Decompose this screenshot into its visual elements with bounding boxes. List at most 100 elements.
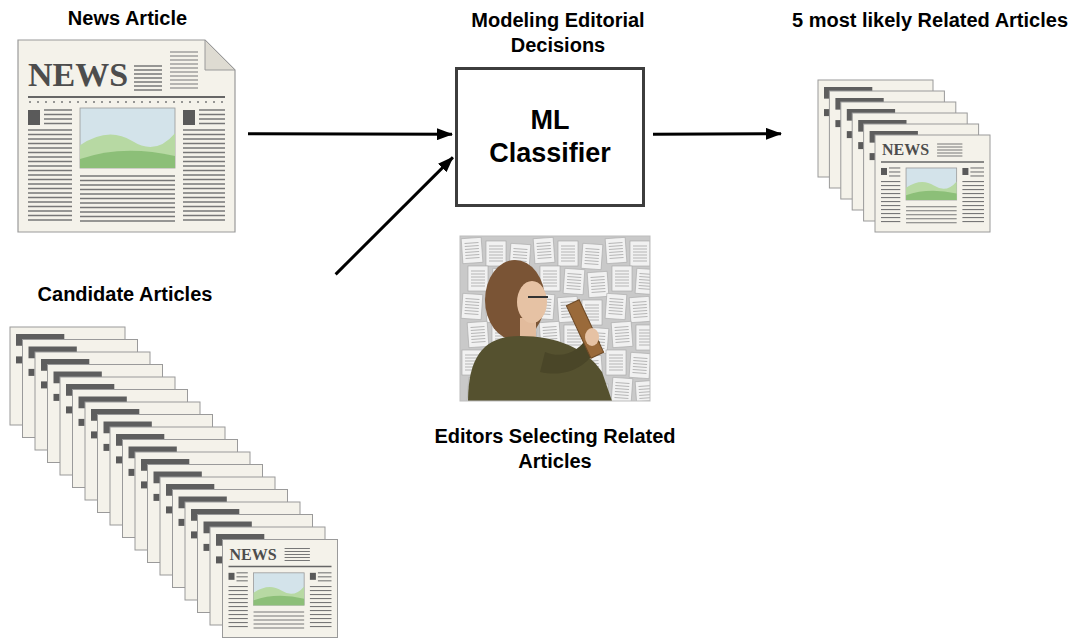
newspaper-icon [18,40,235,232]
drop-cap [179,519,185,526]
wall-sheet [612,266,632,291]
text-line [543,271,557,272]
text-line [962,185,984,186]
text-slot: NEWS [230,547,277,563]
drop-cap [41,381,47,388]
text-line [134,77,162,79]
text-line [585,254,599,256]
text-line [592,291,606,293]
text-line [543,332,557,334]
wall-paper [587,271,609,297]
text-line [229,590,248,591]
text-line [465,355,479,356]
text-line [285,560,310,561]
wall-sheet [605,293,627,319]
text-line [471,274,485,275]
text-line [615,271,629,272]
text-line [183,156,225,158]
text-line [80,202,175,204]
text-line [318,572,332,573]
wall-paper [611,321,633,347]
wall-paper [629,296,650,322]
text-line [28,197,72,199]
drop-cap [183,110,195,125]
picture-sky [80,108,175,168]
text-slot: Modeling Editorial Decisions [443,8,673,58]
newspaper-card [223,540,338,638]
text-line [633,246,647,247]
text-slot: NEWS [882,142,929,158]
text-line [537,245,551,247]
text-line [906,222,957,223]
rule-dot [125,101,127,103]
rule-dot [77,101,79,103]
text-line [471,271,485,272]
text-line [543,329,557,331]
text-line [229,586,248,587]
text-line [229,566,332,568]
rule-dot [213,101,215,103]
text-line [561,261,575,262]
text-line [134,73,162,75]
rule-dot [93,101,95,103]
rule-dot [165,101,167,103]
text-line [28,215,72,217]
text-line [44,114,72,116]
drop-cap [16,356,22,363]
text-line [543,274,557,275]
rule-dot [221,101,223,103]
text-line [28,134,72,136]
text-line [586,248,600,250]
text-line [466,257,480,259]
text-line [616,382,630,384]
wall-paper [606,350,626,375]
text-line [615,385,629,387]
text-line [44,109,72,111]
text-line [567,279,581,281]
text-line [561,252,575,253]
text-line [254,627,305,628]
text-line [633,304,647,306]
classifier-node: ML Classifier Modeling Editorial Decision… [443,5,673,210]
text-line [44,118,72,120]
text-line [28,129,72,131]
picture-hill [254,596,305,605]
picture-hill [254,586,305,605]
text-slot: ML Classifier [458,70,642,204]
text-line [513,254,527,256]
text-line [609,251,623,253]
text-slot: 5 most likely Related Articles [782,8,1078,32]
text-line [310,594,332,595]
text-line [489,255,503,256]
photo-wall [460,236,650,401]
text-line [465,310,479,312]
picture-hill [906,181,957,200]
text-line [633,258,647,259]
rule-dot [53,101,55,103]
text-line [609,370,623,371]
text-line [561,258,575,259]
text-line [465,254,479,256]
text-line [615,326,629,328]
text-line [962,221,984,222]
drop-cap [881,168,887,175]
text-line [615,338,629,340]
wall-sheet [486,241,506,266]
text-line [254,619,305,620]
text-line [585,305,599,306]
rule-dot [133,101,135,103]
wall-sheet [629,296,650,322]
text-line [881,221,900,222]
text-line [585,314,599,315]
glasses [528,296,548,298]
text-line [28,179,72,181]
rule-dot [37,101,39,103]
text-line [615,332,629,334]
text-line [616,341,630,343]
text-line [537,248,551,250]
text-line [170,83,198,84]
text-line [170,87,198,88]
text-line [543,280,557,281]
text-line [609,307,623,309]
